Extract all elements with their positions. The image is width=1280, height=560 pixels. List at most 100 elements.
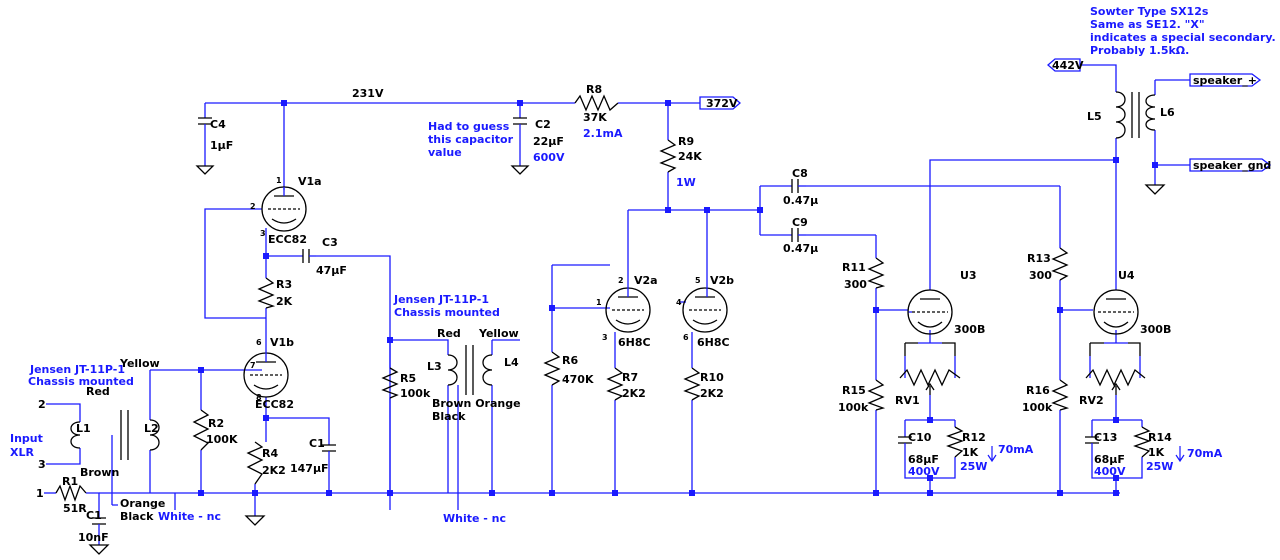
ref-R10: R10 — [700, 371, 724, 384]
ref-C4: C4 — [210, 118, 226, 131]
note-jensen1-2: Chassis mounted — [28, 375, 134, 388]
pin-v1b-cath: 8 — [256, 393, 262, 402]
capacitor-C1a — [92, 517, 106, 530]
resistor-R4 — [246, 441, 264, 485]
transformer-interstage — [447, 345, 493, 395]
pin-input-2: 2 — [38, 398, 46, 411]
capacitor-C4 — [195, 117, 215, 175]
type-U4: 300B — [1140, 323, 1171, 336]
junctions — [198, 100, 1158, 496]
capacitor-C9 — [791, 228, 806, 242]
note-sowter-4: Probably 1.5kΩ. — [1090, 44, 1189, 57]
resistor-R16 — [1051, 379, 1070, 411]
pin-input-1: 1 — [36, 487, 44, 500]
ref-L6: L6 — [1160, 106, 1175, 119]
ref-R7: R7 — [622, 371, 638, 384]
pin-v2b-cath: 6 — [683, 333, 689, 342]
val-C2: 22µF — [533, 135, 564, 148]
pin-v2b-anode: 5 — [695, 276, 701, 285]
net-flag-speaker-gnd — [1189, 158, 1272, 172]
ref-V2a: V2a — [634, 274, 658, 287]
volt-C10: 400V — [908, 465, 940, 478]
resistor-R5 — [381, 367, 399, 399]
ref-R5: R5 — [400, 372, 416, 385]
resistor-R13 — [1051, 247, 1069, 281]
capacitor-C1b — [322, 444, 336, 462]
pin-v1a-anode: 1 — [276, 176, 282, 185]
capacitor-C8 — [791, 179, 806, 193]
net-label-442v: 442V — [1052, 59, 1084, 72]
capacitor-C10 — [898, 436, 912, 447]
val-C8: 0.47µ — [783, 194, 818, 207]
val-R2: 100K — [206, 433, 238, 446]
net-flag-372v — [699, 96, 741, 110]
val-R7: 2K2 — [622, 387, 646, 400]
val-R14: 1K — [1148, 446, 1165, 459]
ref-R1: R1 — [62, 475, 78, 488]
wire-black-1: Black — [120, 510, 154, 523]
ref-R16: R16 — [1026, 384, 1050, 397]
ref-L3: L3 — [427, 360, 442, 373]
tube-V1a — [261, 186, 307, 232]
capacitor-C3 — [302, 249, 316, 263]
ref-V1a: V1a — [298, 175, 322, 188]
ref-C13: C13 — [1094, 431, 1117, 444]
ref-R4: R4 — [262, 447, 278, 460]
val-R10: 2K2 — [700, 387, 724, 400]
note-white-nc-2: White - nc — [443, 512, 506, 525]
val-R5: 100k — [400, 387, 431, 400]
val-R9: 24K — [678, 150, 702, 163]
note-guess-2: this capacitor — [428, 133, 514, 146]
wire-red-1: Red — [86, 385, 110, 398]
type-V1a: ECC82 — [268, 233, 307, 246]
ref-R14: R14 — [1148, 431, 1172, 444]
note-guess-1: Had to guess — [428, 120, 510, 133]
resistor-R7 — [606, 367, 624, 401]
val-C4: 1µF — [210, 139, 233, 152]
ref-C2: C2 — [535, 118, 551, 131]
labels: 231V 372V 442V speaker_+ speaker_gnd C4 … — [10, 5, 1276, 544]
val-R6: 470K — [562, 373, 594, 386]
potentiometer-RV2 — [1085, 342, 1146, 395]
ref-L5: L5 — [1087, 110, 1102, 123]
resistor-R12 — [946, 426, 964, 458]
ref-C10: C10 — [908, 431, 932, 444]
tube-V2b — [682, 285, 728, 333]
wire-yellow-1: Yellow — [119, 357, 160, 370]
ref-C3: C3 — [322, 236, 338, 249]
wire-brown-1: Brown — [80, 466, 119, 479]
ref-R3: R3 — [276, 278, 292, 291]
ref-R11: R11 — [842, 261, 866, 274]
resistor-R3 — [257, 277, 276, 309]
ref-L4: L4 — [504, 356, 519, 369]
ref-R13: R13 — [1027, 252, 1051, 265]
tube-U3 — [907, 289, 953, 335]
potentiometer-RV1 — [899, 342, 961, 395]
val-R12: 1K — [962, 446, 979, 459]
note-white-nc-1: White - nc — [158, 510, 221, 523]
ref-RV2: RV2 — [1079, 394, 1104, 407]
ref-R15: R15 — [842, 384, 866, 397]
ref-R6: R6 — [562, 354, 578, 367]
ref-R2: R2 — [208, 417, 224, 430]
note-jensen2-2: Chassis mounted — [394, 306, 500, 319]
val-R4: 2K2 — [262, 464, 286, 477]
power-R14: 25W — [1146, 460, 1173, 473]
current-U4: 70mA — [1187, 447, 1223, 460]
resistor-R8 — [574, 94, 619, 112]
ref-C1b: C1 — [309, 437, 325, 450]
transformer-output — [1115, 91, 1156, 139]
wire-brown-orange-2: Brown Orange — [432, 397, 521, 410]
tube-U4 — [1093, 289, 1139, 335]
note-jensen2-1: Jensen JT-11P-1 — [393, 293, 489, 306]
pin-v1b-grid: 7 — [250, 361, 256, 370]
ref-V2b: V2b — [710, 274, 734, 287]
type-V1b: ECC82 — [255, 398, 294, 411]
current-U3: 70mA — [998, 443, 1034, 456]
net-flag-442v — [1047, 58, 1081, 72]
transformer-input — [70, 410, 160, 506]
resistor-R11 — [867, 257, 886, 289]
ref-RV1: RV1 — [895, 394, 920, 407]
note-guess-3: value — [428, 146, 462, 159]
note-input-2: XLR — [10, 446, 34, 459]
